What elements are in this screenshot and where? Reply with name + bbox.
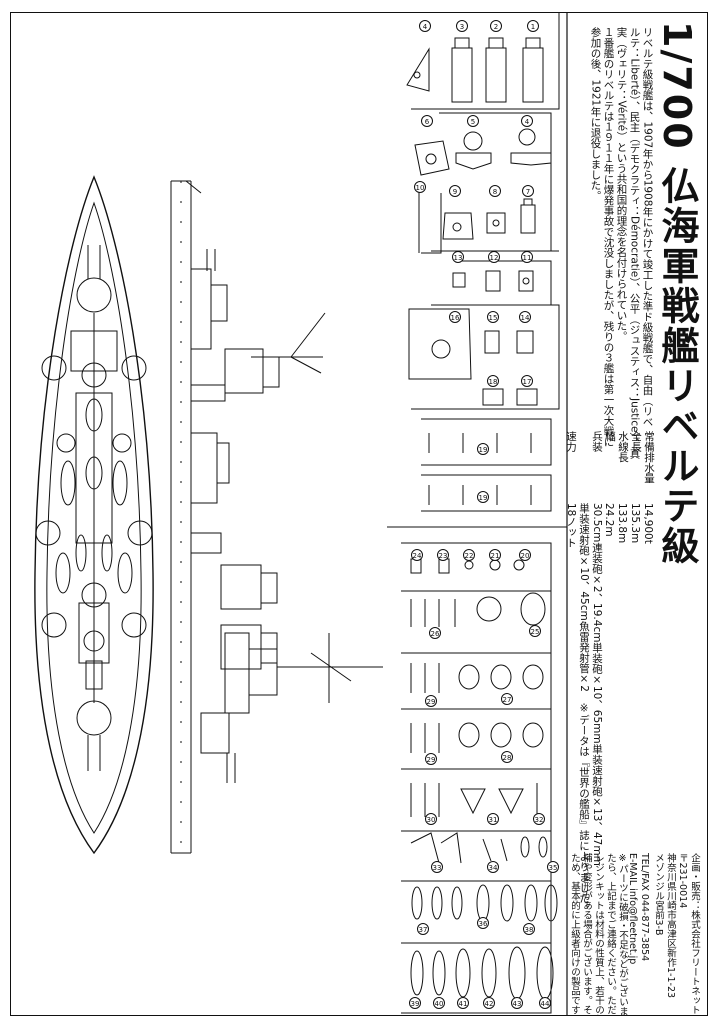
part-number: 11 [521, 251, 533, 263]
part-number: 2 [490, 20, 502, 32]
page-title: 1/700 仏海軍戦艦リベルテ級 [655, 21, 699, 566]
spec-label-beam: 幅 [604, 431, 616, 442]
part-number: 4 [419, 20, 431, 32]
part-number: 30 [425, 813, 437, 825]
spec-value-beam: 24.2m [603, 503, 615, 537]
part-number: 22 [463, 549, 475, 561]
part-number: 9 [449, 185, 461, 197]
part-number: 7 [522, 185, 534, 197]
description-line: 参加の後、1921年に退役しました。 [589, 27, 602, 201]
spec-label-displacement: 常備排水量 [643, 431, 655, 484]
part-number: 14 [519, 311, 531, 323]
part-number: 37 [417, 923, 429, 935]
part-number: 15 [487, 311, 499, 323]
part-number: 10 [414, 181, 426, 193]
part-number: 21 [489, 549, 501, 561]
part-number: 19 [477, 443, 489, 455]
part-number: 8 [489, 185, 501, 197]
contact-line: TEL/FAX 044-877-3854 [639, 853, 650, 962]
contact-line: ※パーツに破損・不足などがございまし [617, 853, 628, 1016]
part-number: 40 [433, 997, 445, 1009]
part-number: 25 [529, 625, 541, 637]
contact-line: ため、基本的に上級者向けの製品です。 [569, 853, 580, 1016]
spec-label-speed: 速力 [565, 431, 577, 452]
part-number: 19 [477, 491, 489, 503]
part-number: 26 [429, 627, 441, 639]
part-number: 12 [488, 251, 500, 263]
contact-line: 補や変形がある場合がございます。その [581, 853, 592, 1016]
spec-value-displacement: 14,900t [642, 503, 654, 544]
part-number: 44 [539, 997, 551, 1009]
spec-value-armament-cont: 単装速射砲×10、45cm魚雷発射管×2 ※データは『世界の艦船』誌によりました… [578, 503, 590, 914]
part-number: 41 [457, 997, 469, 1009]
contact-line: レジンキットは材料の性質上、若干の気泡 [593, 853, 604, 1016]
description-line: リベルテ級戦艦は、1907年から1908年にかけて竣工した準ド級戦艦で、自由（リ… [641, 27, 654, 427]
part-number: 4 [521, 115, 533, 127]
part-number: 13 [452, 251, 464, 263]
ship-plan-view [34, 175, 154, 855]
part-number: 38 [523, 923, 535, 935]
part-number: 31 [487, 813, 499, 825]
part-number: 35 [547, 861, 559, 873]
part-number: 5 [467, 115, 479, 127]
contact-line: たら、上記までご連絡ください。ただし、 [605, 853, 616, 1016]
description-line: １番艦のリベルテは１９１１年に爆発事故で沈没しましたが、残りの３艦は第一次大戦に [602, 27, 615, 447]
part-number: 36 [477, 917, 489, 929]
part-number: 1 [527, 20, 539, 32]
description-line: ルテ：Liberté）、民主（デモクラティ：Démocratie）、公平（ジュス… [628, 27, 641, 459]
part-number: 43 [511, 997, 523, 1009]
part-number: 34 [487, 861, 499, 873]
contact-line: E-MAIL info@fleetnet.jp [627, 853, 638, 965]
parts-drawings [406, 37, 558, 1000]
part-number: 20 [519, 549, 531, 561]
part-number: 6 [421, 115, 433, 127]
contact-line: 神奈川県川崎市高津区新作1-1-23 [665, 853, 676, 999]
spec-value-waterline: 133.8m [616, 503, 628, 544]
part-number: 39 [409, 997, 421, 1009]
part-number: 16 [449, 311, 461, 323]
contact-line: メゾンジル宮前3-B [653, 853, 664, 936]
contact-line: 企画・販売：株式会社フリートネット [689, 853, 700, 1015]
spec-value-armament: 30.5cm連装砲×2、19.4cm単装砲×10、65mm単装速射砲×13、47… [591, 503, 603, 866]
line-drawing [34, 13, 568, 1015]
part-number: 23 [437, 549, 449, 561]
spec-label-length: 全長 [630, 431, 642, 452]
part-number: 3 [456, 20, 468, 32]
spec-value-length: 135.3m [629, 503, 641, 544]
contact-line: 〒231-0014 [677, 853, 688, 909]
part-number: 42 [483, 997, 495, 1009]
spec-label-waterline: 水線長 [617, 431, 629, 463]
spec-value-speed: 18ノット [565, 503, 577, 548]
part-number: 27 [501, 693, 513, 705]
part-number: 32 [533, 813, 545, 825]
instruction-sheet: 1 2 3 4 4 5 6 7 8 9 10 11 12 13 14 15 16… [10, 12, 708, 1016]
part-number: 29 [425, 753, 437, 765]
part-number: 18 [487, 375, 499, 387]
description-line: 実（ヴェリテ：Vérité）という共和国的理念を名付けられていた。 [615, 27, 628, 342]
spec-label-armament: 兵装 [591, 431, 603, 452]
sprue-frames [387, 13, 567, 1014]
part-number: 33 [431, 861, 443, 873]
part-number: 29 [425, 695, 437, 707]
part-number: 28 [501, 751, 513, 763]
part-number: 17 [521, 375, 533, 387]
ship-side-profile [170, 180, 383, 854]
part-number: 24 [411, 549, 423, 561]
